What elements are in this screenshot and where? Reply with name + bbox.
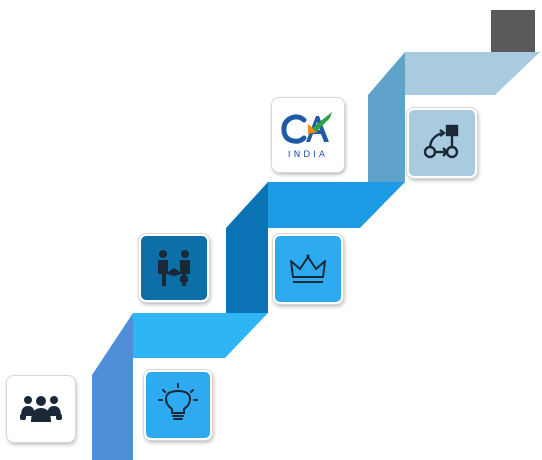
crown-icon — [290, 254, 326, 283]
step-riser-lower — [92, 313, 133, 460]
step-riser-middle — [226, 182, 268, 313]
step-band-top — [405, 52, 540, 95]
process-flow-icon — [423, 124, 459, 159]
tile-process-flow — [407, 108, 477, 178]
corner-square — [491, 10, 535, 54]
step-band-middle — [268, 182, 405, 228]
tile-ca-india: INDIA — [272, 98, 344, 172]
tile-idea — [144, 370, 212, 440]
step-riser-top — [368, 52, 405, 182]
lightbulb-idea-icon — [158, 383, 198, 420]
team-group-icon — [20, 396, 62, 422]
tile-crown — [273, 234, 343, 304]
step-band-lower — [133, 313, 268, 358]
tile-handshake — [139, 234, 209, 302]
ca-logo-country-text: INDIA — [288, 150, 328, 160]
tile-team — [7, 376, 75, 442]
ca-india-logo: INDIA — [281, 112, 332, 160]
handshake-icon — [158, 250, 190, 286]
